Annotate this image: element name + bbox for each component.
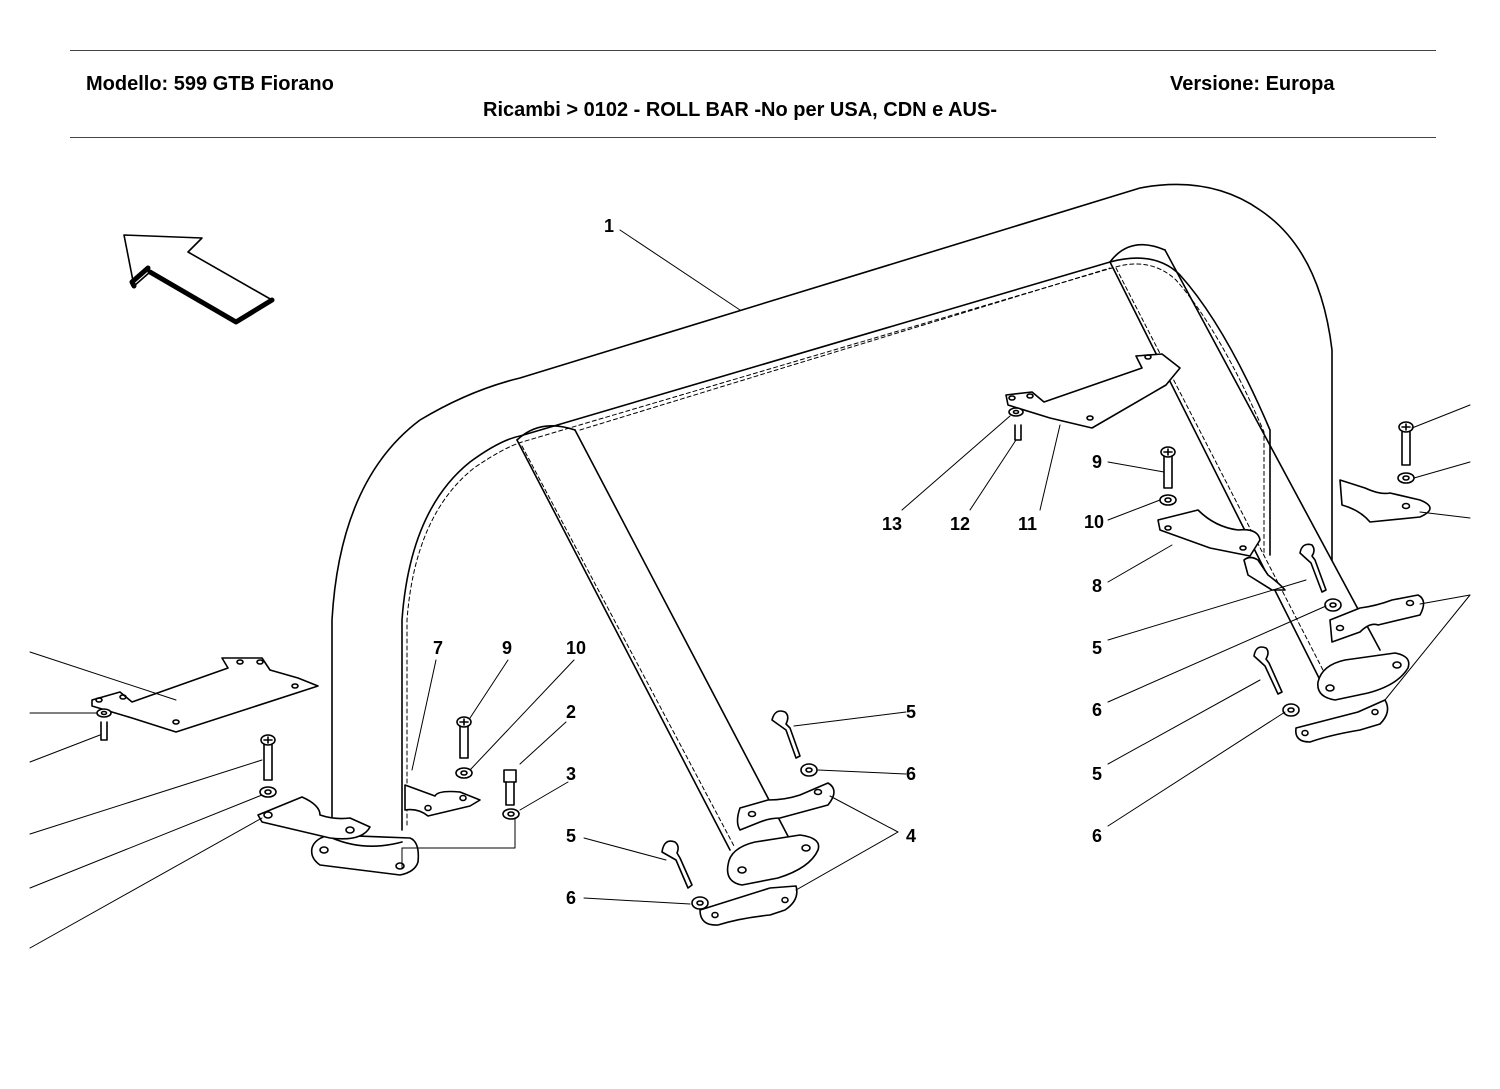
- callout-5: 5: [1092, 638, 1102, 658]
- breadcrumb: Ricambi > 0102 - ROLL BAR -No per USA, C…: [483, 99, 997, 121]
- rear-stay-left: [516, 424, 791, 851]
- foot-plate-left-stay: [699, 782, 835, 926]
- callout-13: 13: [882, 514, 902, 534]
- callout-4: 4: [906, 826, 916, 846]
- callout-5: 5: [1092, 764, 1102, 784]
- callout-10: 10: [1084, 512, 1104, 532]
- washer-set: [96, 407, 1415, 910]
- callout-9: 9: [502, 638, 512, 658]
- callout-6: 6: [1092, 700, 1102, 720]
- bolt-set: [100, 421, 1414, 889]
- direction-arrow-icon: [123, 234, 275, 325]
- foot-plate-right-stay: [1294, 594, 1425, 743]
- version-label: Versione: Europa: [1170, 73, 1335, 95]
- callout-1: 1: [604, 216, 614, 236]
- callout-6: 6: [906, 764, 916, 784]
- callout-12: 12: [950, 514, 970, 534]
- plate-right-hoop: [1157, 479, 1431, 591]
- header-rule-bottom: [70, 137, 1436, 138]
- callout-5: 5: [906, 702, 916, 722]
- callout-6: 6: [566, 888, 576, 908]
- callout-10: 10: [566, 638, 586, 658]
- callout-leader-lines: [29, 229, 1471, 949]
- callout-3: 3: [566, 764, 576, 784]
- bracket-left-outer: [91, 657, 319, 733]
- callout-5: 5: [566, 826, 576, 846]
- model-title: Modello: 599 GTB Fiorano: [86, 73, 334, 95]
- header-rule-top: [70, 50, 1436, 51]
- callout-9: 9: [1092, 452, 1102, 472]
- callout-8: 8: [1092, 576, 1102, 596]
- callout-2: 2: [566, 702, 576, 722]
- rear-stay-right: [1109, 243, 1381, 681]
- callout-7: 7: [433, 638, 443, 658]
- callout-11: 11: [1018, 514, 1037, 534]
- callout-6: 6: [1092, 826, 1102, 846]
- bracket-right-upper: [1005, 353, 1181, 429]
- foot-plate-left-main: [257, 784, 481, 876]
- callout-labels: 1 7 9 10 2 3 5 6 4 5 6 13 12 11 9 10 8 5…: [433, 216, 1104, 908]
